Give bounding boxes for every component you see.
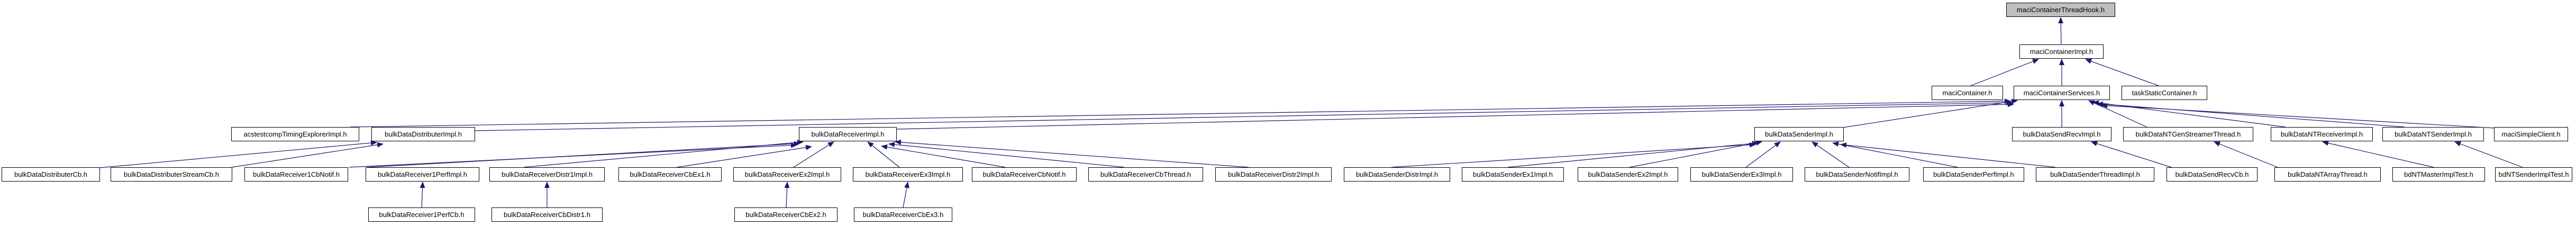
graph-node-ntmaster[interactable]: bdNTMasterImplTest.h	[2392, 167, 2485, 182]
include-edge-rcbex1-to-recv	[677, 144, 812, 168]
graph-node-rcbex3[interactable]: bulkDataReceiverCbEx3.h	[854, 207, 952, 222]
include-edge-ntarray-to-ntgen	[2214, 141, 2278, 168]
include-edge-sendrecvcb-to-sendrecv	[2091, 141, 2172, 168]
graph-node-rcbex2[interactable]: bulkDataReceiverCbEx2.h	[734, 207, 838, 222]
include-edge-distrcb-to-distr	[99, 140, 377, 168]
include-edge-sex2-to-send	[1629, 140, 1762, 168]
include-edge-rdistr1-to-recv	[523, 140, 804, 168]
graph-node-container[interactable]: maciContainer.h	[1932, 86, 2003, 100]
include-edge-task-to-containerimpl	[2085, 59, 2159, 86]
graph-node-sdistr[interactable]: bulkDataSenderDistrImpl.h	[1344, 167, 1450, 182]
graph-node-rcbex1[interactable]: bulkDataReceiverCbEx1.h	[618, 167, 722, 182]
include-edge-r1perf-to-recv	[367, 141, 800, 168]
include-edge-recv-to-services	[896, 102, 2014, 130]
include-edge-send-to-services	[1842, 98, 2018, 128]
graph-node-sex2[interactable]: bulkDataSenderEx2Impl.h	[1578, 167, 1678, 182]
include-edge-sperf-to-send	[1832, 141, 1958, 168]
graph-node-rdistr1[interactable]: bulkDataReceiverDistr1Impl.h	[489, 167, 605, 182]
include-edge-rcbthread-to-recv	[888, 142, 1125, 168]
graph-node-sperf[interactable]: bulkDataSenderPerfImpl.h	[1923, 167, 2024, 182]
graph-node-recv[interactable]: bulkDataReceiverImpl.h	[799, 127, 897, 141]
graph-node-sthread[interactable]: bulkDataSenderThreadImpl.h	[2036, 167, 2154, 182]
graph-node-threadhook: maciContainerThreadHook.h	[2006, 3, 2115, 17]
include-edge-rex2-to-recv	[793, 141, 834, 168]
graph-node-services[interactable]: maciContainerServices.h	[2014, 86, 2110, 100]
graph-node-distrstreamcb[interactable]: bulkDataDistributerStreamCb.h	[111, 167, 232, 182]
include-edge-simpleclient-to-services	[2101, 103, 2496, 129]
graph-node-rcbthread[interactable]: bulkDataReceiverCbThread.h	[1088, 167, 1203, 182]
include-edge-snotif-to-send	[1812, 141, 1850, 168]
graph-node-r1perf[interactable]: bulkDataReceiver1PerfImpl.h	[366, 167, 479, 182]
include-edge-acstest-to-services	[350, 98, 2011, 128]
graph-node-sex3[interactable]: bulkDataSenderEx3Impl.h	[1690, 167, 1793, 182]
include-edge-distr-to-services	[474, 100, 2013, 131]
include-edge-rcbnotif-to-recv	[881, 144, 1006, 168]
graph-node-rcbdistr1[interactable]: bulkDataReceiverCbDistr1.h	[491, 207, 603, 222]
graph-node-distrcb[interactable]: bulkDataDistributerCb.h	[2, 167, 100, 182]
graph-node-distr[interactable]: bulkDataDistributerImpl.h	[371, 127, 475, 141]
include-edge-rcbex2-to-rex2	[784, 182, 790, 208]
include-edge-sdistr-to-send	[1391, 142, 1756, 168]
graph-node-rex3[interactable]: bulkDataReceiverEx3Impl.h	[853, 167, 963, 182]
graph-node-sendrecv[interactable]: bulkDataSendRecvImpl.h	[2012, 127, 2111, 141]
graph-node-ntrecv[interactable]: bulkDataNTReceiverImpl.h	[2271, 127, 2373, 141]
include-edge-r1perfcb-to-r1perf	[420, 182, 425, 208]
include-edge-rdistr2-to-recv	[895, 139, 1249, 168]
include-edge-ntsend-to-services	[2097, 101, 2405, 128]
graph-node-containerimpl[interactable]: maciContainerImpl.h	[2019, 44, 2104, 59]
graph-node-send[interactable]: bulkDataSenderImpl.h	[1754, 127, 1844, 141]
include-edge-sex1-to-send	[1507, 141, 1759, 168]
graph-node-rcbnotif[interactable]: bulkDataReceiverCbNotif.h	[972, 167, 1077, 182]
include-edge-distrstreamcb-to-distr	[231, 142, 384, 168]
graph-node-rdistr2[interactable]: bulkDataReceiverDistr2Impl.h	[1215, 167, 1332, 182]
include-edge-ntrecv-to-services	[2092, 100, 2286, 128]
graph-node-ntarray[interactable]: bulkDataNTArrayThread.h	[2274, 167, 2381, 182]
include-edge-rcbex3-to-rex3	[903, 182, 909, 208]
include-edge-sthread-to-send	[1840, 142, 2056, 168]
graph-node-sendrecvcb[interactable]: bulkDataSendRecvCb.h	[2167, 167, 2258, 182]
graph-node-ntsend[interactable]: bulkDataNTSenderImpl.h	[2382, 127, 2484, 141]
graph-node-ntgen[interactable]: bulkDataNTGenStreamerThread.h	[2123, 127, 2253, 141]
include-edge-ntgen-to-services	[2088, 100, 2147, 128]
include-edge-ntmaster-to-ntrecv	[2322, 140, 2434, 168]
include-edge-ntsendertest-to-ntsend	[2454, 141, 2523, 168]
graph-node-task[interactable]: taskStaticContainer.h	[2122, 86, 2207, 100]
graph-node-rex2[interactable]: bulkDataReceiverEx2Impl.h	[733, 167, 841, 182]
graph-node-sex1[interactable]: bulkDataSenderEx1Impl.h	[1462, 167, 1564, 182]
graph-node-r1perfcb[interactable]: bulkDataReceiver1PerfCb.h	[368, 207, 475, 222]
include-edge-sex3-to-send	[1745, 141, 1781, 168]
include-edge-container-to-containerimpl	[1970, 59, 2039, 86]
graph-node-simpleclient[interactable]: maciSimpleClient.h	[2494, 127, 2568, 141]
include-edge-rex3-to-recv	[867, 141, 900, 168]
graph-node-r1cbnotif[interactable]: bulkDataReceiver1CbNotif.h	[244, 167, 348, 182]
graph-node-ntsendertest[interactable]: bdNTSenderImplTest.h	[2495, 167, 2572, 182]
graph-node-snotif[interactable]: bulkDataSenderNotifImpl.h	[1805, 167, 1909, 182]
graph-node-acstest[interactable]: acstestcompTimingExplorerImpl.h	[231, 127, 359, 141]
